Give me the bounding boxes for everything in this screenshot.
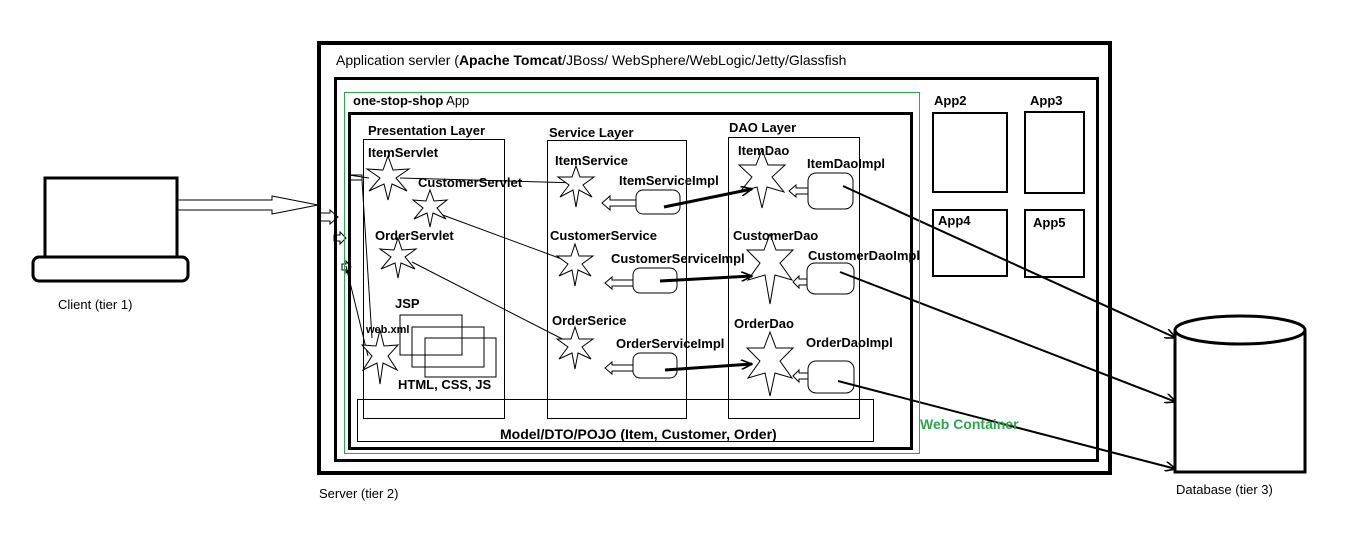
web-container-label: Web Container	[920, 416, 1019, 432]
jsp-label: JSP	[395, 296, 420, 311]
star-icon	[360, 329, 400, 385]
server-title-suffix: /JBoss/ WebSphere/WebLogic/Jetty/Glassfi…	[562, 52, 847, 68]
implements-arrows	[601, 183, 809, 384]
component-stars	[360, 148, 795, 397]
dao-layer-box	[728, 137, 860, 419]
server-title: Application servler (Apache Tomcat/JBoss…	[336, 53, 846, 68]
item-service-impl-label: ItemServiceImpl	[619, 173, 719, 188]
service-to-dao-arrows	[659, 189, 752, 372]
app3-box	[1024, 111, 1085, 194]
star-icon	[411, 188, 449, 228]
item-service-label: ItemService	[555, 153, 628, 168]
app2-label: App2	[934, 93, 967, 108]
star-icon	[745, 330, 795, 397]
item-servlet-label: ItemServlet	[368, 145, 439, 160]
customer-service-impl-label: CustomerServiceImpl	[611, 251, 745, 266]
customer-dao-impl-label: CustomerDaoImpl	[808, 248, 920, 263]
order-dao-impl-label: OrderDaoImpl	[806, 335, 893, 350]
app-box	[344, 92, 920, 454]
service-layer-box	[547, 140, 687, 419]
order-service-label: OrderSerice	[552, 313, 627, 328]
star-icon	[737, 148, 787, 209]
order-servlet-label: OrderServlet	[375, 228, 454, 243]
presentation-layer-title: Presentation Layer	[368, 123, 486, 138]
star-icon	[555, 325, 595, 370]
database-icon	[1173, 314, 1307, 474]
server-title-bold: Apache Tomcat	[458, 52, 563, 68]
app2-box	[932, 112, 1008, 193]
customer-servlet-label: CustomerServlet	[418, 175, 523, 190]
presentation-layer-box	[363, 139, 505, 419]
dao-to-database-arrows	[837, 185, 1176, 469]
star-icon	[378, 236, 418, 279]
server-title-prefix: Application servler (	[336, 52, 459, 68]
laptop-icon	[31, 176, 190, 283]
database-label: Database (tier 3)	[1176, 482, 1273, 497]
order-service-impl-label: OrderServiceImpl	[616, 336, 725, 351]
star-icon	[556, 164, 596, 208]
item-dao-label: ItemDao	[738, 143, 790, 158]
app4-box	[932, 209, 1008, 277]
order-dao-label: OrderDao	[734, 316, 794, 331]
app-title: one-stop-shop App	[353, 93, 469, 108]
app-title-suffix: App	[443, 93, 470, 108]
web-xml-label: web.xml	[366, 324, 410, 336]
service-layer-title: Service Layer	[549, 125, 634, 140]
client-request-arrow	[178, 195, 319, 215]
star-icon	[555, 242, 595, 287]
app3-label: App3	[1030, 93, 1063, 108]
app-layers-box	[348, 112, 913, 450]
app4-label: App4	[938, 213, 971, 228]
model-box	[357, 399, 874, 442]
jsp-pages-icon	[399, 314, 497, 378]
star-icon	[365, 154, 411, 201]
server-box	[317, 41, 1112, 475]
app-title-bold: one-stop-shop	[353, 93, 444, 108]
customer-service-label: CustomerService	[550, 228, 657, 243]
app5-label: App5	[1033, 215, 1066, 230]
star-icon	[745, 232, 795, 305]
item-dao-impl-label: ItemDaoImpl	[807, 156, 886, 171]
client-label: Client (tier 1)	[58, 297, 133, 312]
server-label: Server (tier 2)	[319, 486, 399, 501]
model-label: Model/DTO/POJO (Item, Customer, Order)	[500, 426, 777, 442]
app5-box	[1024, 209, 1085, 278]
web-container-box	[334, 77, 1099, 462]
static-files-label: HTML, CSS, JS	[398, 377, 492, 392]
dao-layer-title: DAO Layer	[729, 120, 797, 135]
customer-dao-label: CustomerDao	[733, 228, 819, 243]
